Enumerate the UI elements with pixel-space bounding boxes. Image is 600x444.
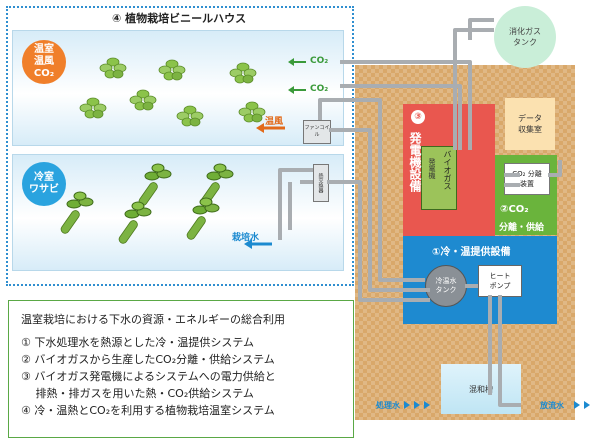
flow-arrows [244,58,590,409]
cold-room-label-2: ワサビ [29,184,59,195]
section-1-title: ①冷・温提供設備 [432,247,511,258]
biogas-label: バイオガス [443,150,452,190]
cold-tank-line-1: 冷温水 [435,277,457,285]
hot-cold-water-tank: 冷温水 タンク [425,265,467,307]
section-2-subtitle: 分離・供給 [499,223,545,233]
summary-item-1: ① 下水処理水を熱源とした冷・温提供システム [21,336,255,349]
summary-item-3: ③ バイオガス発電機によるシステムへの電力供給と [21,370,276,383]
warm-room [12,30,344,146]
pipes [278,18,562,407]
co2-flow-label-2: CO₂ [310,84,329,94]
biogas-generator [421,146,457,210]
cold-tank-line-2: タンク [435,286,457,294]
section-2-title: ②CO₂ [500,204,529,215]
section-3-title: 発電機設備 [408,132,422,192]
co2-separator-line-2: 装置 [520,180,534,188]
warm-air-label: 温風 [265,117,284,127]
gas-tank-line-2: タンク [513,38,537,47]
digestion-gas-tank: 消化ガス タンク [494,6,556,68]
cold-room-label-1: 冷室 [34,172,54,183]
heat-pump: ヒート ポンプ [478,265,522,297]
data-room-line-2: 収集室 [518,125,542,134]
discharge-water-label: 放流水 [540,401,564,410]
summary-item-2: ② バイオガスから生産したCO₂分離・供給システム [21,353,275,366]
section-3-number: ③ [411,110,425,124]
treated-water-label: 処理水 [376,401,400,410]
co2-separator-line-1: CO₂ 分離 [512,170,542,178]
heat-pump-line-2: ポンプ [489,282,511,290]
culture-water-label: 栽培水 [232,233,260,243]
greenhouse-title: ④ 植物栽培ビニールハウス [112,12,247,25]
summary-title: 温室栽培における下水の資源・エネルギーの総合利用 [21,313,285,326]
summary-item-3-cont: 排熱・排ガスを用いた熱・CO₂供給システム [21,387,254,400]
warm-room-label-1: 温室 [33,44,54,55]
summary-item-4: ④ 冷・温熱とCO₂を利用する植物栽培温室システム [21,404,275,417]
gas-tank-line-1: 消化ガス [509,27,541,36]
generator-label: 発電機 [428,158,436,179]
summary-box: 温室栽培における下水の資源・エネルギーの総合利用 ① 下水処理水を熱源とした冷・… [8,300,354,438]
fan-coil-unit: ファンコイル [303,120,331,144]
warm-room-badge: 温室 温風 CO₂ [22,40,66,84]
cold-room-badge: 冷室 ワサビ [22,162,66,206]
heat-pump-line-1: ヒート [489,272,511,280]
warm-room-label-3: CO₂ [33,68,55,79]
warm-room-label-2: 温風 [33,56,54,67]
data-room-line-1: データ [518,114,542,123]
co2-separator: CO₂ 分離 装置 [504,163,550,195]
co2-flow-label-1: CO₂ [310,56,329,66]
data-room: データ 収集室 [505,98,555,150]
